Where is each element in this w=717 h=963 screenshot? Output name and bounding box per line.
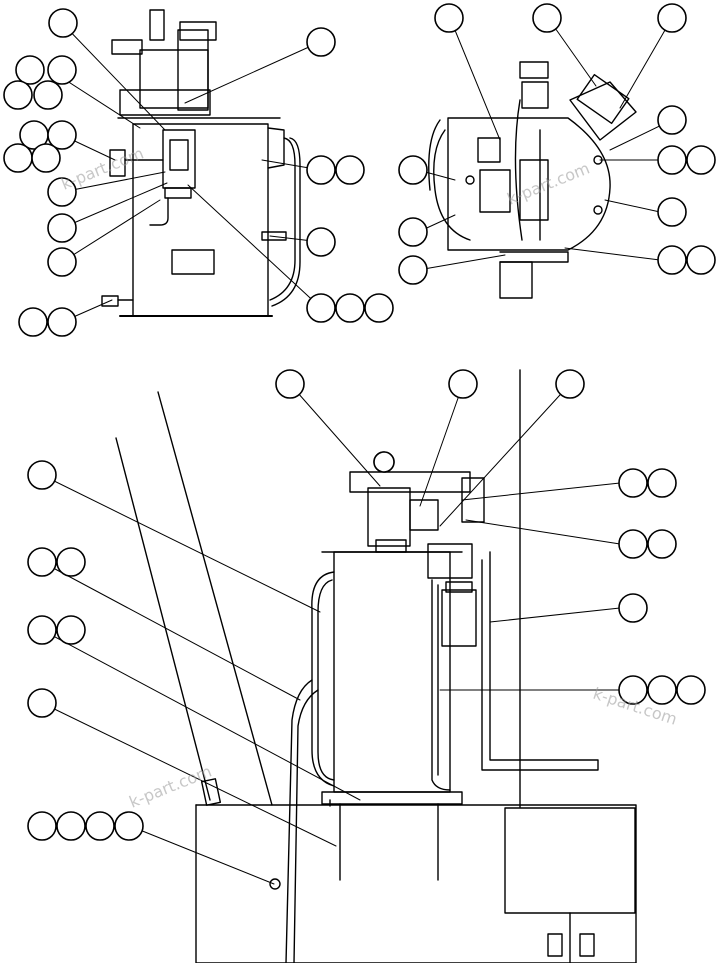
callout-balloon	[47, 247, 77, 277]
callout-balloon	[448, 369, 478, 399]
callout-balloon	[618, 675, 648, 705]
callout-balloon	[27, 615, 57, 645]
callout-balloon	[27, 460, 57, 490]
callout-balloon	[15, 55, 45, 85]
bottom-view	[41, 369, 637, 963]
watermarks: k-part.com k-part.com k-part.com k-part.…	[58, 143, 679, 811]
callout-balloon	[47, 55, 77, 85]
callout-balloon	[27, 811, 57, 841]
callout-balloon	[335, 293, 365, 323]
callout-balloon	[27, 688, 57, 718]
callout-balloon	[686, 245, 716, 275]
callout-balloon	[647, 529, 677, 559]
top-left-view	[49, 9, 322, 323]
callout-balloon	[306, 27, 336, 57]
callout-balloons	[3, 3, 716, 841]
callout-balloon	[85, 811, 115, 841]
callout-balloon	[647, 468, 677, 498]
hydraulic-tank-main	[321, 551, 477, 881]
callout-balloon	[306, 293, 336, 323]
callout-balloon	[398, 217, 428, 247]
callout-balloon	[398, 155, 428, 185]
callout-balloon	[48, 8, 78, 38]
callout-balloon	[618, 468, 648, 498]
top-left-leader-lines	[49, 22, 322, 323]
callout-balloon	[31, 143, 61, 173]
callout-balloon	[373, 451, 395, 473]
callout-balloon	[618, 593, 648, 623]
callout-balloon	[56, 811, 86, 841]
watermark-text: k-part.com	[126, 761, 214, 811]
callout-balloon	[56, 615, 86, 645]
callout-balloon	[532, 3, 562, 33]
callout-balloon	[47, 177, 77, 207]
callout-balloon	[18, 307, 48, 337]
callout-balloon	[3, 143, 33, 173]
callout-balloon	[657, 145, 687, 175]
callout-balloon	[618, 529, 648, 559]
filter-assembly-top	[111, 9, 281, 119]
callout-balloon	[686, 145, 716, 175]
callout-balloon	[3, 80, 33, 110]
callout-balloon	[33, 80, 63, 110]
callout-balloon	[657, 245, 687, 275]
callout-balloon	[657, 105, 687, 135]
top-right-view	[417, 17, 673, 299]
callout-balloon	[56, 547, 86, 577]
callout-balloon	[306, 227, 336, 257]
callout-balloon	[275, 369, 305, 399]
tank-top-plan-view	[428, 99, 611, 299]
callout-balloon	[676, 675, 706, 705]
callout-balloon	[657, 3, 687, 33]
pump-valve-assembly	[349, 451, 485, 579]
hydraulic-tank-side-view	[101, 123, 301, 317]
callout-balloon	[657, 197, 687, 227]
callout-balloon	[114, 811, 144, 841]
callout-balloon	[47, 307, 77, 337]
callout-balloon	[335, 155, 365, 185]
callout-balloon	[47, 213, 77, 243]
bottom-leader-lines	[41, 383, 621, 885]
pump-motor-assembly	[519, 61, 637, 141]
frame-structure	[115, 369, 637, 963]
callout-balloon	[364, 293, 394, 323]
callout-balloon	[647, 675, 677, 705]
callout-balloon	[555, 369, 585, 399]
control-valve-block	[109, 129, 196, 226]
callout-balloon	[434, 3, 464, 33]
callout-balloon	[27, 547, 57, 577]
callout-balloon	[47, 120, 77, 150]
callout-balloon	[306, 155, 336, 185]
callout-balloon	[398, 255, 428, 285]
